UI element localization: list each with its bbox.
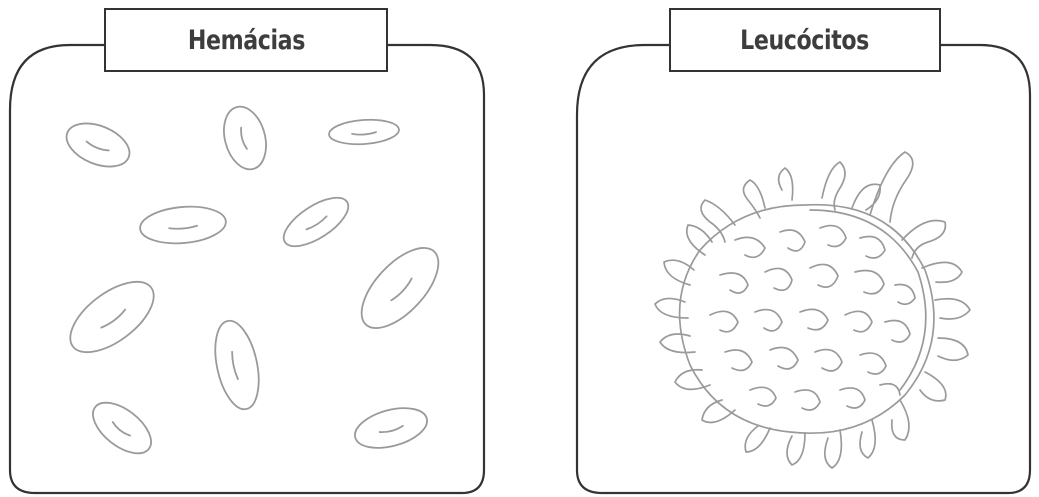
- red-blood-cells: [58, 102, 451, 463]
- red-blood-cell-icon: [351, 401, 432, 455]
- title-box: Leucócitos: [669, 8, 941, 72]
- red-blood-cell-icon: [84, 393, 160, 463]
- panel-leucocitos: Leucócitos: [560, 0, 1039, 497]
- title-box: Hemácias: [104, 8, 388, 72]
- red-blood-cell-icon: [328, 118, 400, 147]
- red-blood-cell-icon: [58, 268, 165, 365]
- panel-title: Hemácias: [187, 25, 304, 56]
- panel-frame: [0, 0, 500, 497]
- red-blood-cell-icon: [208, 317, 266, 413]
- red-blood-cell-icon: [217, 102, 272, 174]
- red-blood-cell-icon: [60, 115, 135, 175]
- panel-frame: [560, 0, 1039, 497]
- red-blood-cell-icon: [139, 203, 228, 246]
- red-blood-cell-icon: [276, 188, 355, 255]
- panel-hemacias: Hemácias: [0, 0, 500, 497]
- panel-title: Leucócitos: [741, 25, 870, 56]
- white-blood-cell-icon: [655, 152, 970, 468]
- red-blood-cell-icon: [348, 235, 451, 341]
